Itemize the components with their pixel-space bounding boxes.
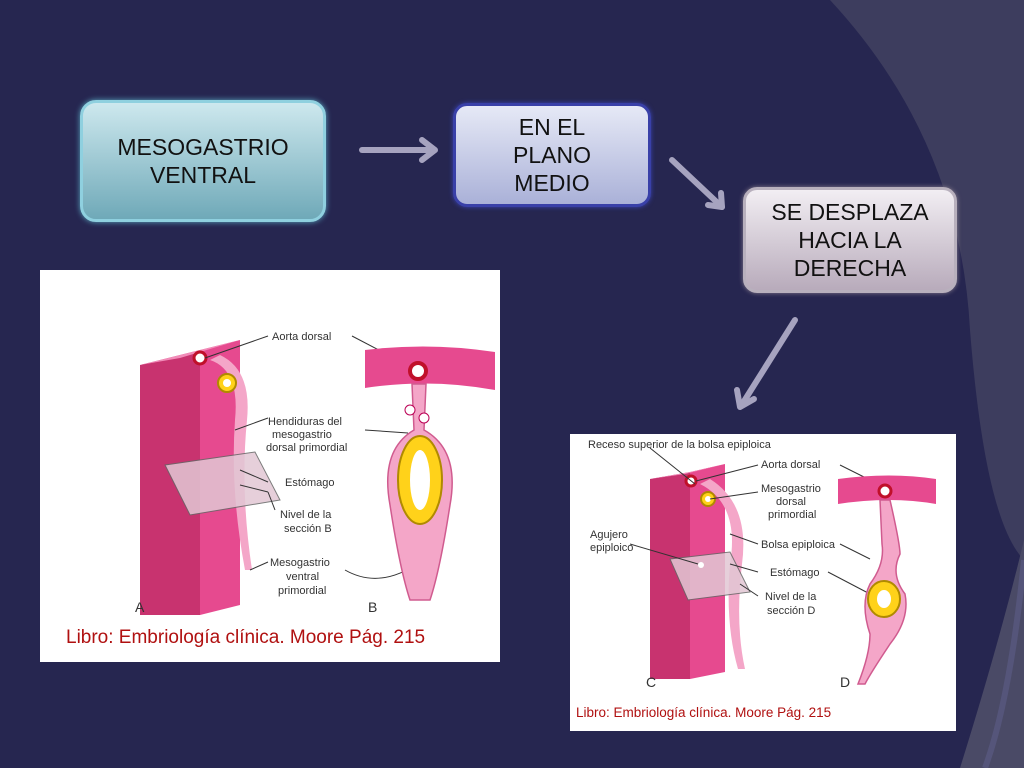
figure-caption-cd: Libro: Embriología clínica. Moore Pág. 2… xyxy=(576,705,832,720)
label-bolsa-epiploica: Bolsa epiploica xyxy=(761,539,836,551)
label-mesogastrio-dorsal-2: dorsal xyxy=(776,496,806,508)
label-figure-a: A xyxy=(135,599,145,615)
label-nivel-d-1: Nivel de la xyxy=(765,591,817,603)
plano-medio-box: EN EL PLANO MEDIO xyxy=(453,103,651,207)
label-estomago-2: Estómago xyxy=(770,567,820,579)
label-hendiduras-1: Hendiduras del xyxy=(268,416,342,428)
label-figure-c: C xyxy=(646,674,656,690)
embryo-diagram-ab: Aorta dorsal Hendiduras del mesogastrio … xyxy=(135,331,495,615)
desplaza-derecha-box: SE DESPLAZA HACIA LA DERECHA xyxy=(743,187,957,293)
label-figure-d: D xyxy=(840,674,850,690)
label-figure-b: B xyxy=(368,599,377,615)
arrow-down-right-icon xyxy=(669,157,725,210)
label-agujero-1: Agujero xyxy=(590,529,628,541)
figure-panel-cd: Receso superior de la bolsa epiploica Ao… xyxy=(570,434,956,731)
arrow-down-left-icon xyxy=(738,317,798,409)
label-agujero-2: epiploico xyxy=(590,542,633,554)
label-aorta-dorsal: Aorta dorsal xyxy=(272,331,331,343)
label-receso: Receso superior de la bolsa epiploica xyxy=(588,439,772,451)
label-mesogastrio-ventral-2: ventral xyxy=(286,571,319,583)
embryo-diagram-cd: Receso superior de la bolsa epiploica Ao… xyxy=(588,439,936,690)
label-mesogastrio-ventral-3: primordial xyxy=(278,585,326,597)
label-nivel-d-2: sección D xyxy=(767,605,815,617)
label-nivel-1: Nivel de la xyxy=(280,509,332,521)
figure-caption-ab: Libro: Embriología clínica. Moore Pág. 2… xyxy=(66,627,426,648)
label-mesogastrio-dorsal-3: primordial xyxy=(768,509,816,521)
label-hendiduras-2: mesogastrio xyxy=(272,429,332,441)
mesogastrio-ventral-box: MESOGASTRIO VENTRAL xyxy=(80,100,326,222)
label-mesogastrio-ventral-1: Mesogastrio xyxy=(270,557,330,569)
figure-panel-ab: Aorta dorsal Hendiduras del mesogastrio … xyxy=(40,270,500,662)
label-estomago: Estómago xyxy=(285,477,335,489)
label-nivel-2: sección B xyxy=(284,523,332,535)
label-aorta-dorsal-2: Aorta dorsal xyxy=(761,459,820,471)
label-hendiduras-3: dorsal primordial xyxy=(266,442,347,454)
label-mesogastrio-dorsal-1: Mesogastrio xyxy=(761,483,821,495)
